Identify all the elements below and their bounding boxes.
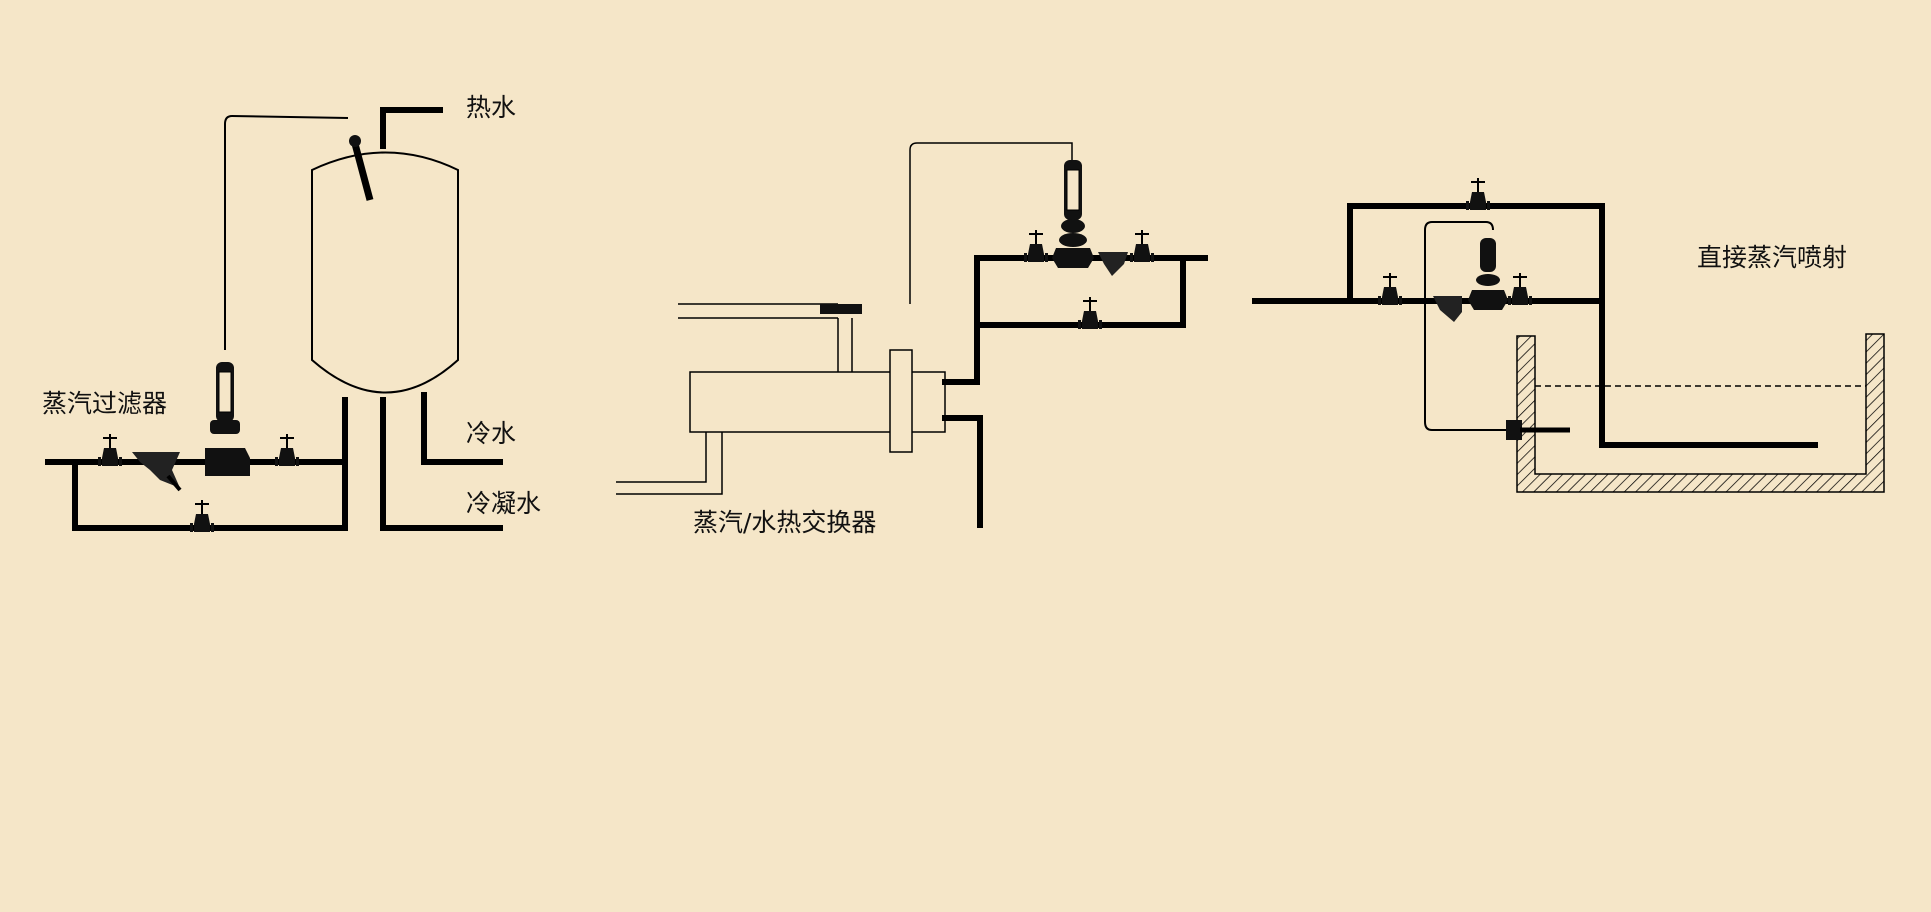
- sensor-line: [909, 142, 1073, 304]
- storage-tank: [311, 151, 459, 394]
- direct-injection-label: 直接蒸汽喷射: [1697, 243, 1847, 272]
- hot-water-pipe: [380, 107, 443, 149]
- y-strainer-icon: [1098, 252, 1128, 276]
- control-valve-icon: [1052, 160, 1094, 268]
- control-valve-icon: [205, 362, 250, 476]
- sensor-line: [224, 114, 349, 350]
- temperature-probe: [350, 139, 374, 201]
- tank-wall: [1516, 333, 1885, 493]
- y-strainer-icon: [1433, 296, 1462, 322]
- system-tank-heater: [45, 107, 503, 533]
- sensor-line: [1424, 221, 1510, 431]
- cold-water-label: 冷水: [466, 419, 516, 448]
- steam-filter-label: 蒸汽过滤器: [42, 389, 167, 418]
- control-valve-icon: [1468, 238, 1508, 310]
- heat-exchanger-label: 蒸汽/水热交换器: [693, 508, 876, 537]
- system-heat-exchanger: [616, 142, 1208, 528]
- steam-inlet-pipe: [942, 255, 1208, 385]
- condensate-pipe: [942, 415, 983, 528]
- hot-water-label: 热水: [466, 93, 516, 122]
- heat-exchanger-shell: [689, 371, 946, 433]
- system-direct-injection: [1252, 177, 1885, 493]
- cold-water-pipe: [421, 392, 503, 465]
- steam-injector-icon: [1506, 420, 1522, 440]
- condensate-label: 冷凝水: [466, 489, 541, 518]
- condensate-pipe: [380, 397, 503, 531]
